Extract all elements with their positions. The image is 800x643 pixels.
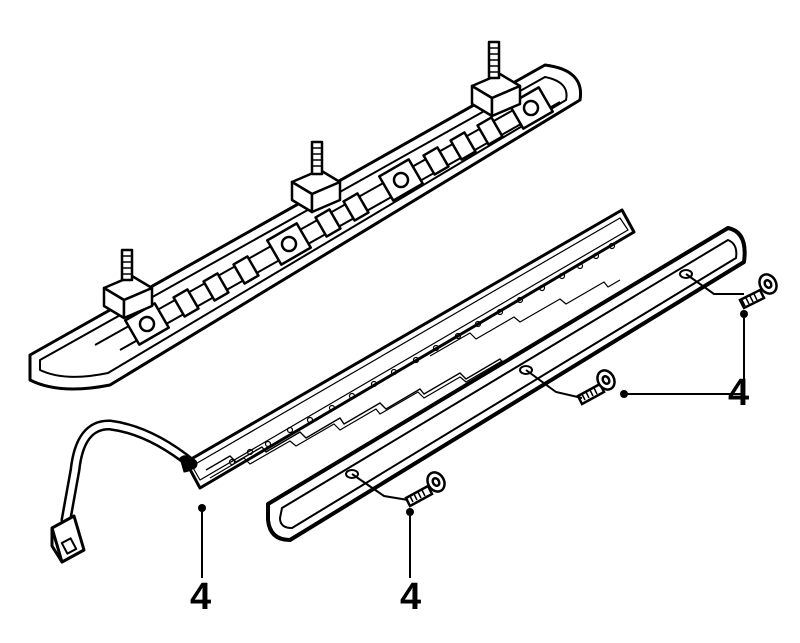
leader-lines [201,273,745,578]
screw [404,273,778,508]
callout-label-bottom-middle: 4 [400,576,422,618]
lamp-housing [28,40,583,391]
callout-label-right: 4 [728,372,750,414]
wiring-connector [50,419,198,564]
callout-label-bottom-left: 4 [190,576,212,618]
leader-dots [198,310,748,516]
